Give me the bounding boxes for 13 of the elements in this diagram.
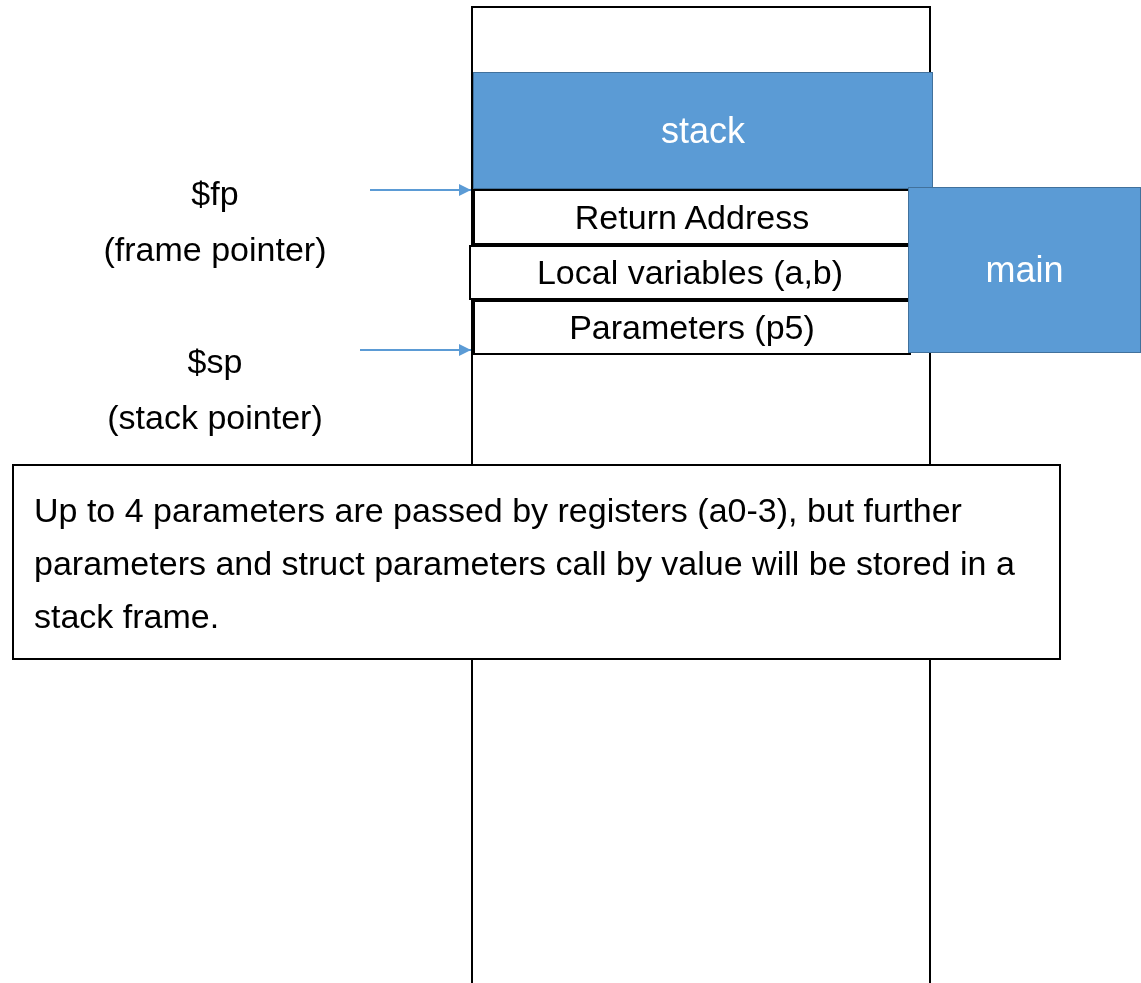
note-text: Up to 4 parameters are passed by registers (a0-3), but further parameters and struct parameters call by value will be stored in a stack frame.	[34, 491, 1015, 635]
arrow	[369, 184, 472, 196]
stack-band: stack	[473, 72, 933, 189]
arrow	[359, 344, 472, 356]
register-name: $sp	[186, 341, 244, 382]
frame-cell: Parameters (p5)	[473, 300, 911, 355]
note-box	[12, 464, 1061, 660]
register-description: (frame pointer)	[102, 229, 328, 270]
stack-band: main	[908, 187, 1141, 353]
register-name: $fp	[190, 173, 240, 214]
frame-cell: Local variables (a,b)	[469, 245, 911, 300]
frame-cell: Return Address	[473, 189, 911, 245]
register-description: (stack pointer)	[106, 397, 324, 438]
